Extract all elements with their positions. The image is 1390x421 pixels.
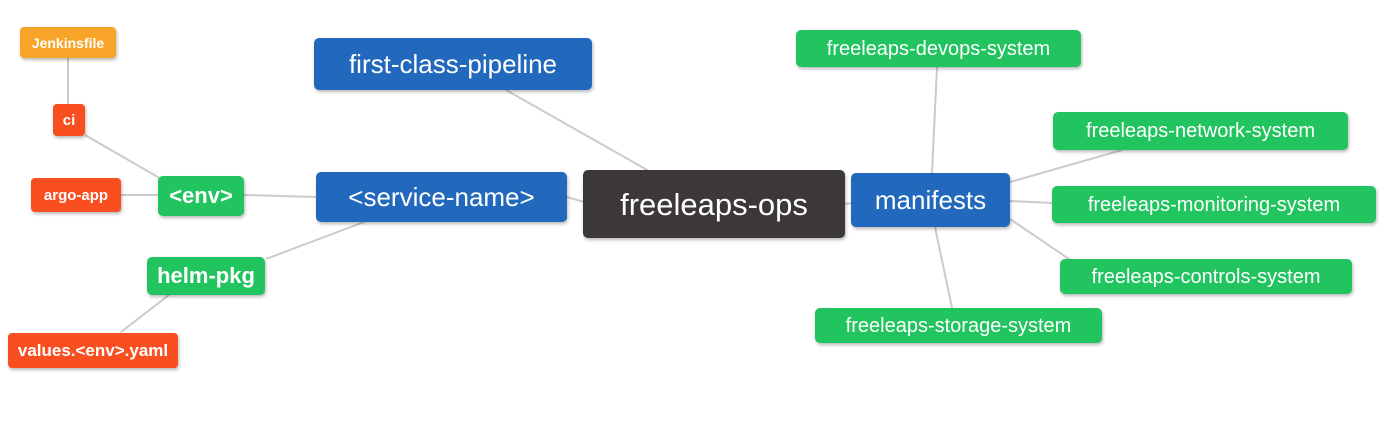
node-ci[interactable]: ci <box>53 104 85 136</box>
edge-manifests-monitoring <box>1009 200 1054 204</box>
node-manifests[interactable]: manifests <box>851 173 1010 227</box>
node-first-class-pipeline[interactable]: first-class-pipeline <box>314 38 592 90</box>
edge-service-name-freeleaps-ops <box>566 196 585 203</box>
edge-helm-pkg-service-name <box>265 221 365 260</box>
node-freeleaps-devops-system[interactable]: freeleaps-devops-system <box>796 30 1081 67</box>
node-argo-app[interactable]: argo-app <box>31 178 121 212</box>
edge-values-helm-pkg <box>120 294 170 333</box>
node-helm-pkg[interactable]: helm-pkg <box>147 257 265 295</box>
node-values-env-yaml[interactable]: values.<env>.yaml <box>8 333 178 368</box>
edge-manifests-controls <box>1009 218 1073 262</box>
edge-env-service-name <box>243 194 317 198</box>
node-freeleaps-storage-system[interactable]: freeleaps-storage-system <box>815 308 1102 343</box>
edge-manifests-network <box>1009 149 1123 183</box>
node-jenkinsfile[interactable]: Jenkinsfile <box>20 27 116 58</box>
edge-manifests-storage <box>934 226 953 309</box>
node-freeleaps-ops[interactable]: freeleaps-ops <box>583 170 845 238</box>
node-env[interactable]: <env> <box>158 176 244 216</box>
node-freeleaps-controls-system[interactable]: freeleaps-controls-system <box>1060 259 1352 294</box>
node-freeleaps-monitoring-system[interactable]: freeleaps-monitoring-system <box>1052 186 1376 223</box>
edge-ci-env <box>84 134 164 181</box>
node-service-name[interactable]: <service-name> <box>316 172 567 222</box>
node-freeleaps-network-system[interactable]: freeleaps-network-system <box>1053 112 1348 150</box>
edge-manifests-devops <box>931 66 938 174</box>
edge-pipeline-freeleaps-ops <box>505 89 650 172</box>
